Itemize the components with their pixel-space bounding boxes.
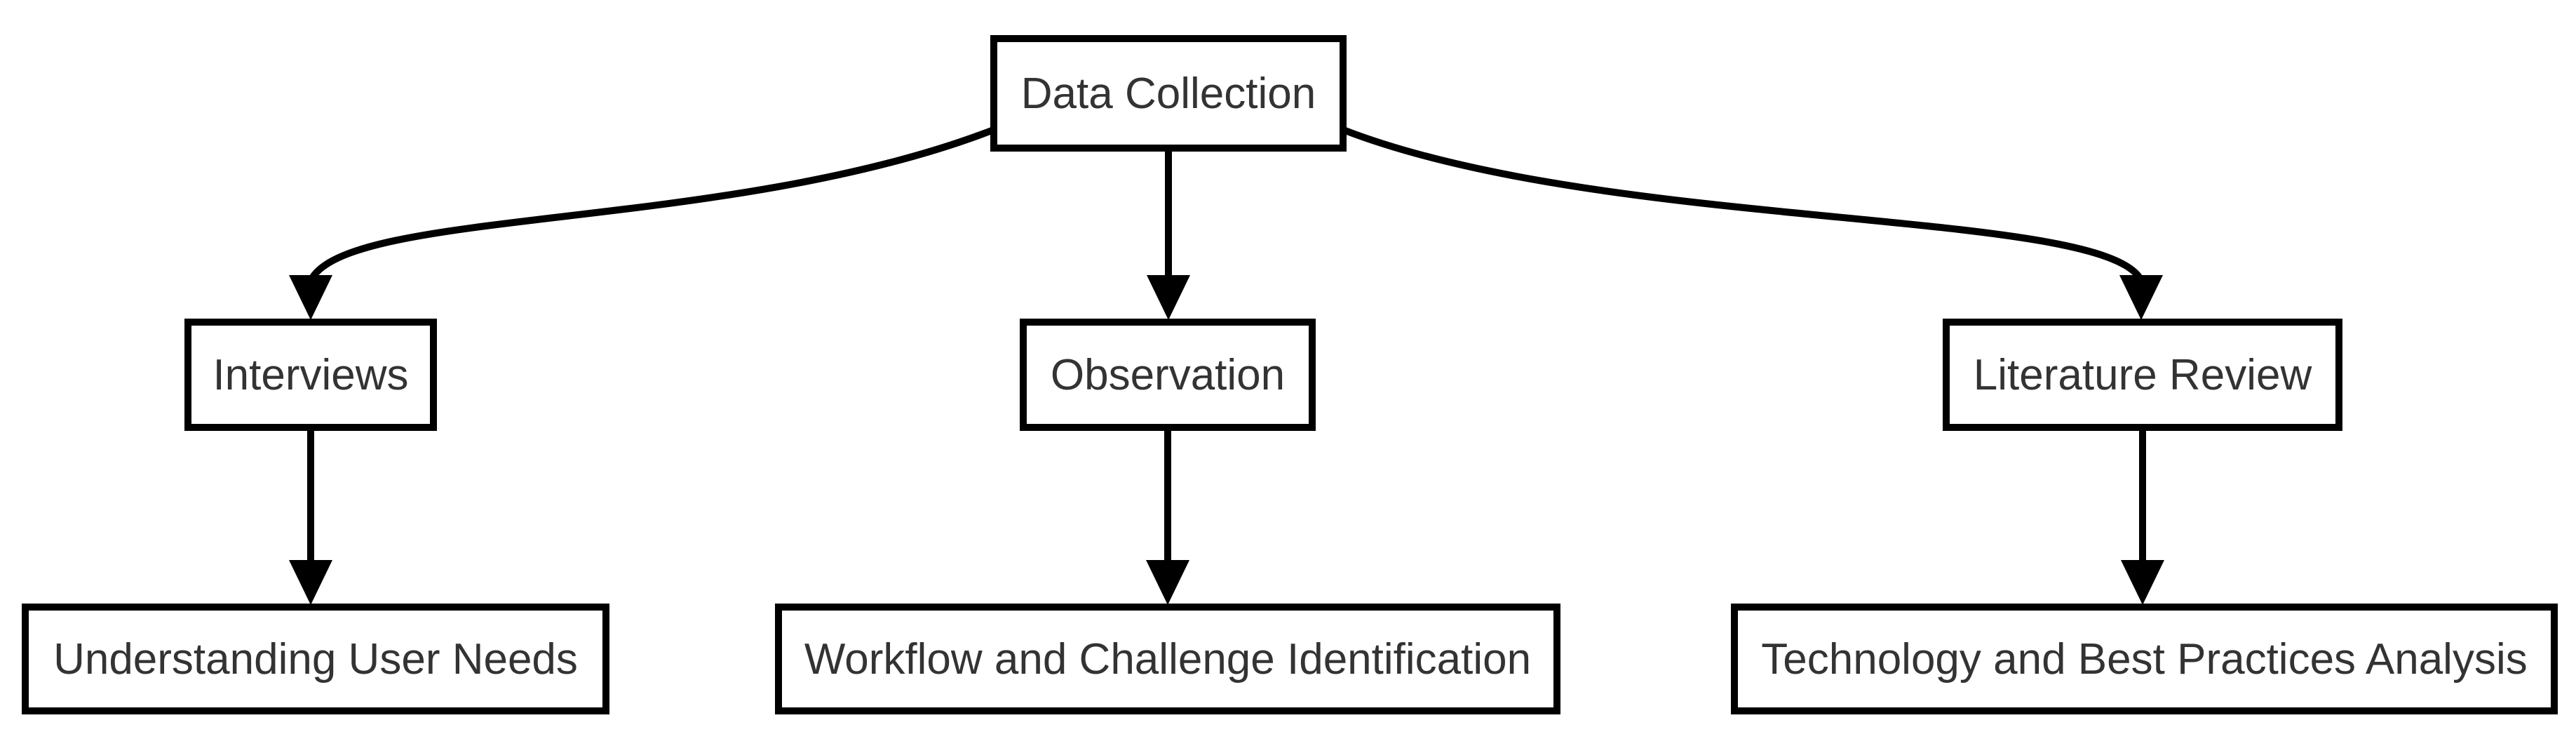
edge-data-collection-interviews [308, 127, 993, 281]
node-workflow-and-challenge-identification-label: Workflow and Challenge Identification [804, 634, 1532, 684]
arrowhead-literature-review [2119, 275, 2163, 320]
node-understanding-user-needs-label: Understanding User Needs [53, 634, 578, 684]
node-technology-and-best-practices-analysis: Technology and Best Practices Analysis [1731, 604, 2558, 714]
node-interviews-label: Interviews [213, 350, 409, 399]
node-technology-and-best-practices-analysis-label: Technology and Best Practices Analysis [1761, 634, 2528, 684]
arrowhead-workflow [1146, 560, 1189, 605]
edge-data-collection-literature-review [1344, 127, 2144, 281]
node-literature-review-label: Literature Review [1973, 350, 2312, 399]
node-observation: Observation [1020, 319, 1316, 431]
arrowhead-observation [1147, 275, 1190, 320]
arrowhead-interviews [289, 275, 332, 320]
node-observation-label: Observation [1050, 350, 1286, 399]
node-data-collection: Data Collection [990, 35, 1347, 152]
arrowhead-technology [2121, 560, 2164, 605]
arrowhead-understanding-user-needs [289, 560, 332, 605]
node-literature-review: Literature Review [1943, 319, 2342, 431]
node-data-collection-label: Data Collection [1020, 69, 1316, 118]
node-understanding-user-needs: Understanding User Needs [22, 604, 609, 714]
node-interviews: Interviews [184, 319, 437, 431]
node-workflow-and-challenge-identification: Workflow and Challenge Identification [775, 604, 1560, 714]
